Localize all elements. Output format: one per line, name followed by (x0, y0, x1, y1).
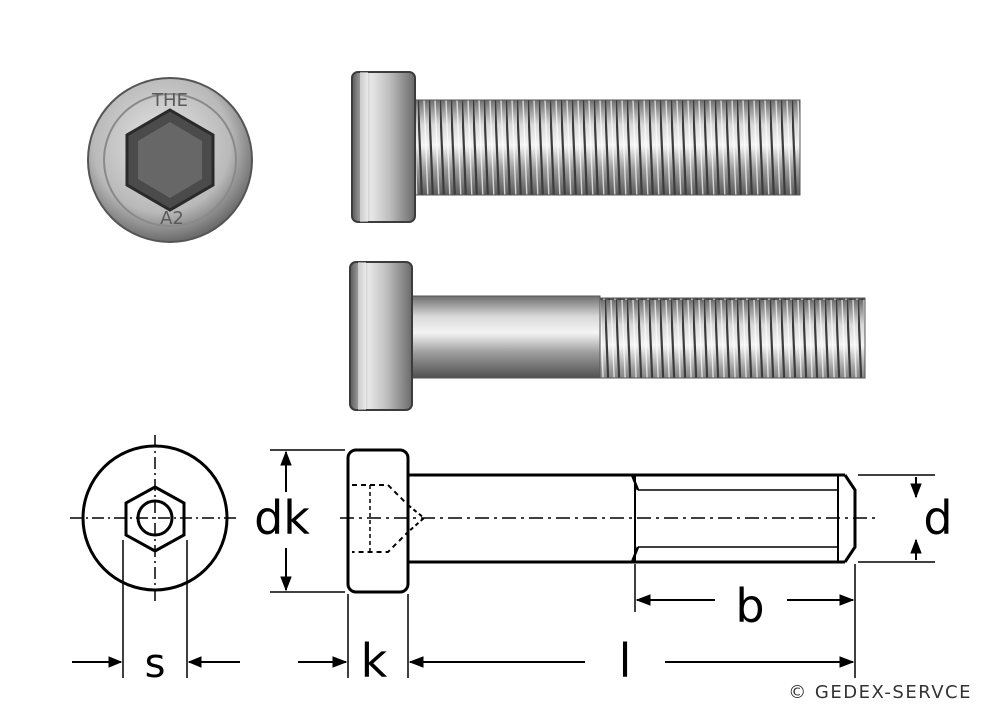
head-top-photo: THE A2 (87, 77, 253, 243)
plain-shank (409, 295, 601, 379)
label-d: d (923, 491, 952, 545)
head-top-inner-ring (103, 93, 237, 227)
label-b: b (735, 579, 764, 633)
label-dk: dk (254, 491, 310, 545)
screw-photo-partial-thread (349, 261, 866, 411)
drawing-end-view (70, 435, 240, 678)
label-s: s (145, 641, 166, 687)
head-marking-bottom: A2 (160, 208, 184, 229)
head-marking-top: THE (151, 90, 188, 111)
label-l: l (619, 634, 632, 688)
thread-shank (600, 298, 865, 378)
screw-photo-full-thread (351, 71, 801, 223)
copyright-text: © GEDEX-SERVCE (788, 682, 972, 703)
head-outline (346, 448, 410, 594)
thread-shank (415, 100, 800, 195)
hex-socket-inner (138, 122, 202, 198)
label-k: k (361, 634, 388, 688)
socket-hidden-line (352, 484, 409, 553)
drawing-side-view (270, 448, 935, 678)
